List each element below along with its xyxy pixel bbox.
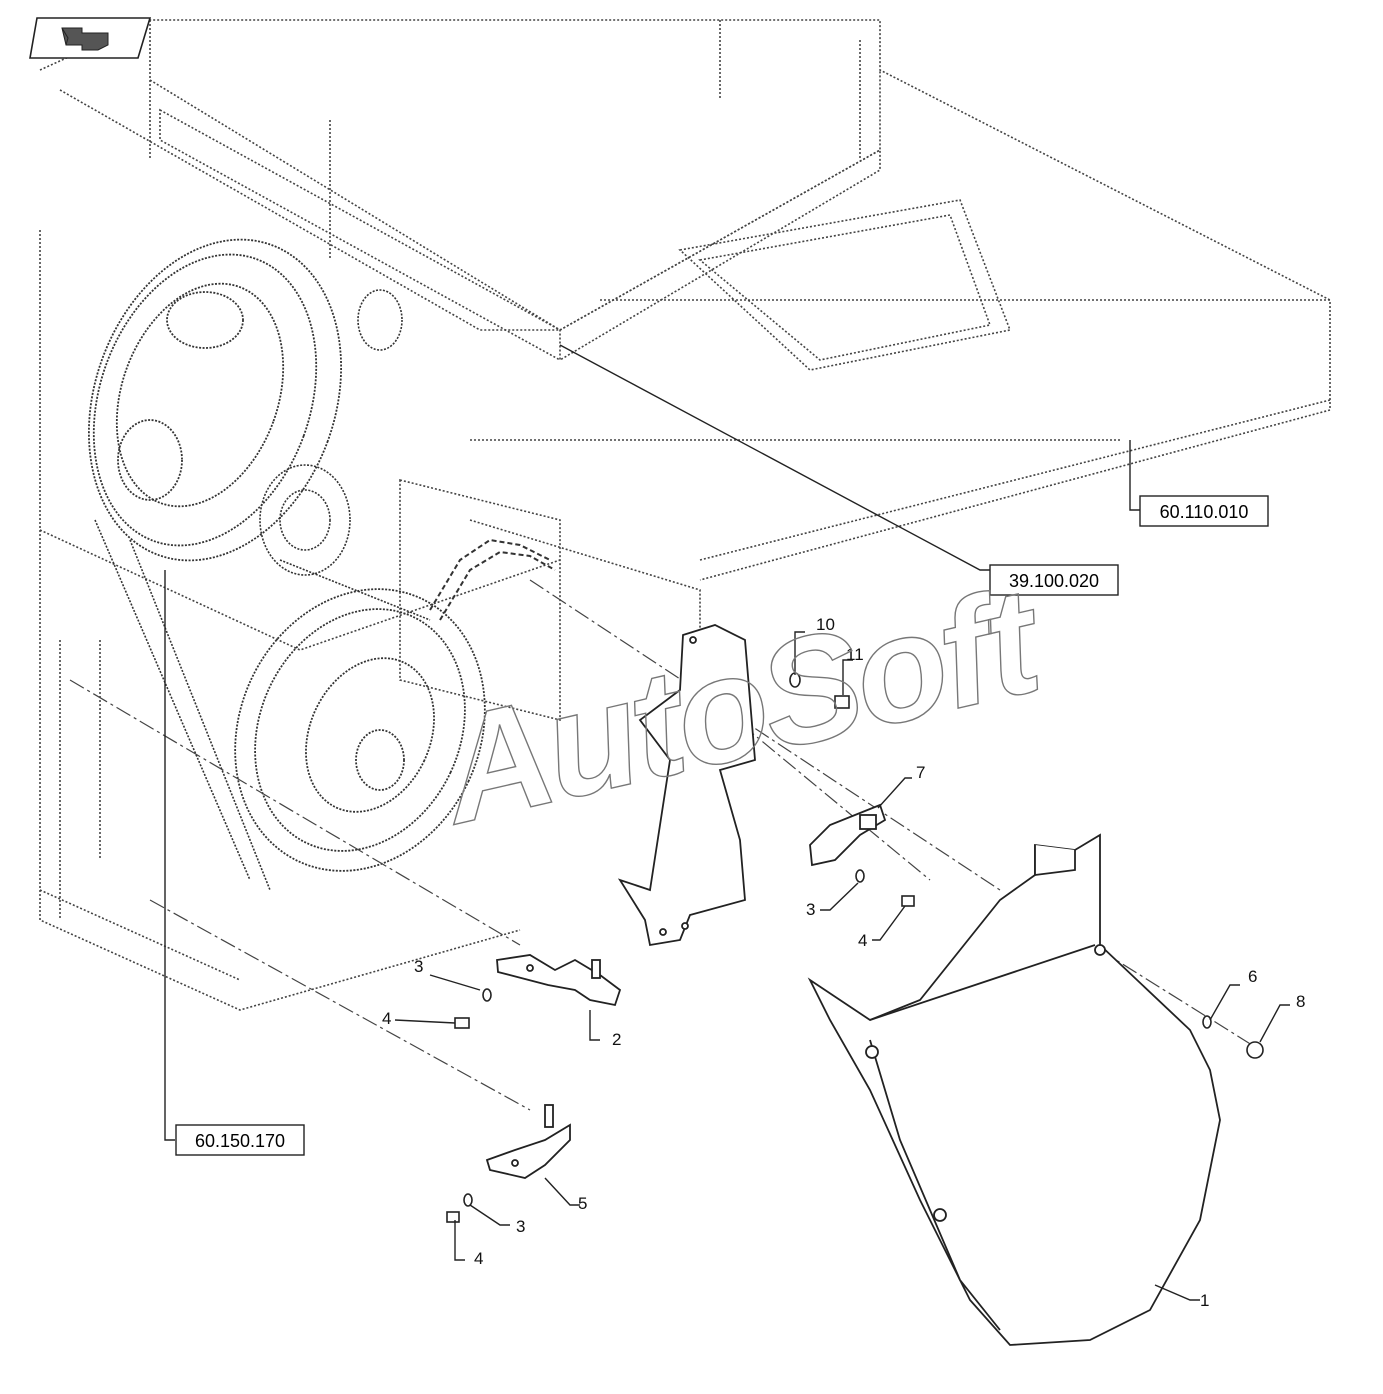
reference-label: 60.110.010	[1160, 502, 1249, 522]
washer-3-lower	[463, 1193, 473, 1207]
callout-2: 2	[612, 1030, 621, 1049]
part-2-bracket	[496, 954, 622, 1007]
callout-10: 10	[816, 615, 835, 634]
washer-3-right	[855, 869, 865, 883]
reference-box-60-110-010[interactable]: 60.110.010	[1139, 495, 1269, 527]
callout-4: 4	[382, 1009, 391, 1028]
callout-6: 6	[1248, 967, 1257, 986]
callout-8: 8	[1296, 992, 1305, 1011]
leader-lines	[164, 344, 1290, 1301]
return-arrow-icon	[61, 27, 109, 51]
callout-3: 3	[516, 1217, 525, 1236]
machine-frame-outline	[39, 19, 1331, 1011]
callout-11: 11	[846, 645, 864, 664]
autosoft-watermark: AutoSoft	[422, 554, 1059, 856]
bolt-4-left	[454, 1017, 470, 1029]
callout-3: 3	[414, 957, 423, 976]
reference-label: 39.100.020	[1009, 571, 1099, 591]
callout-labels: 1 2 3 3 3 4 4 4 5 6 7 8 10 11	[382, 615, 1305, 1310]
reference-box-60-150-170[interactable]: 60.150.170	[175, 1124, 305, 1156]
callout-4: 4	[858, 931, 867, 950]
assembly-centerlines	[69, 579, 1261, 1111]
bolt-8	[1246, 1041, 1264, 1059]
reference-label: 60.150.170	[195, 1131, 285, 1151]
bolt-4-lower	[446, 1211, 460, 1223]
callout-4: 4	[474, 1249, 483, 1268]
reference-box-39-100-020[interactable]: 39.100.020	[989, 564, 1119, 596]
washer-3-left	[482, 988, 492, 1002]
drive-chain	[429, 538, 556, 621]
drive-belt	[94, 519, 431, 891]
nut-6	[1202, 1015, 1212, 1029]
return-button[interactable]	[29, 17, 152, 59]
callout-3: 3	[806, 900, 815, 919]
center-shield-plate	[617, 624, 756, 947]
idler-pulley	[259, 289, 403, 576]
part-5-bracket	[485, 1104, 571, 1179]
bolt-11	[834, 695, 850, 709]
callout-7: 7	[916, 763, 925, 782]
lower-pulley	[234, 588, 486, 872]
upper-pulley	[88, 238, 342, 562]
bolt-4-right	[901, 895, 915, 907]
fasteners	[446, 672, 1264, 1223]
callout-1: 1	[1200, 1291, 1209, 1310]
part-7-bracket	[809, 803, 887, 867]
callout-5: 5	[578, 1194, 587, 1213]
part-1-guard	[807, 833, 1221, 1346]
